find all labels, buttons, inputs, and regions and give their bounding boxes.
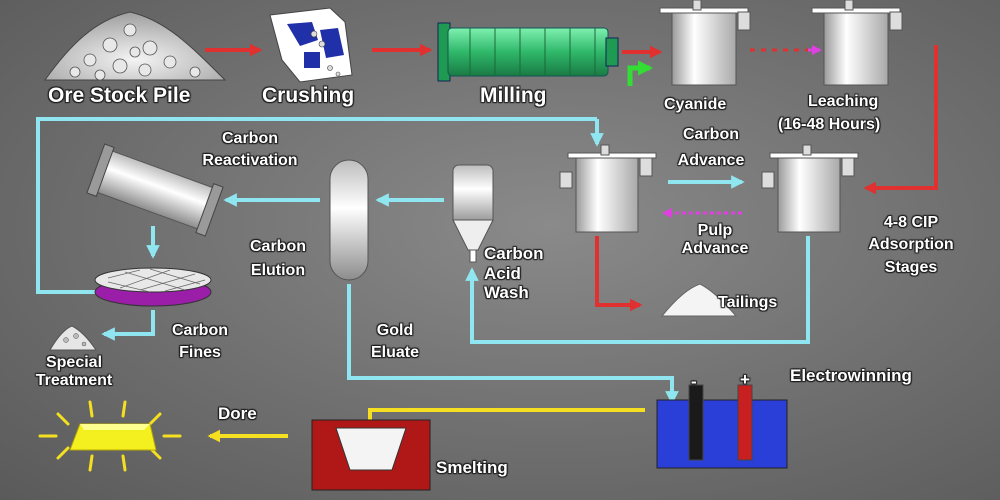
label-carbon-elution: Carbon Elution bbox=[236, 238, 320, 281]
label-carbon-acid-wash-line-2: Acid bbox=[484, 263, 521, 283]
label-smelting: Smelting bbox=[436, 458, 508, 477]
ore-stock-pile-icon bbox=[44, 11, 227, 81]
reactivation-kiln-icon bbox=[86, 143, 224, 237]
special-treatment-pile-icon bbox=[49, 325, 97, 351]
label-pulp-advance-line-2: Advance bbox=[681, 240, 749, 258]
arrow-to-tailings bbox=[595, 236, 643, 312]
label-gold-eluate: Gold Eluate bbox=[360, 322, 430, 363]
smelting-furnace-icon bbox=[311, 419, 431, 491]
label-gold-eluate-line-1: Gold bbox=[376, 322, 414, 339]
label-dore: Dore bbox=[218, 404, 257, 423]
carbon-screen-icon bbox=[94, 267, 212, 307]
label-electrowinning: Electrowinning bbox=[790, 366, 912, 385]
line-cip-to-acid-wash bbox=[465, 236, 810, 344]
label-carbon-reactivation-line-2: Reactivation bbox=[202, 152, 298, 170]
label-milling: Milling bbox=[480, 84, 547, 107]
label-cip-stages: 4-8 CIP Adsorption Stages bbox=[858, 214, 964, 277]
cip-tank-2-icon bbox=[761, 144, 859, 233]
label-carbon-fines-line-1: Carbon bbox=[172, 322, 228, 339]
label-tailings: Tailings bbox=[718, 294, 778, 311]
label-pulp-advance-line-1: Pulp bbox=[697, 222, 733, 239]
cyanide-tank-icon bbox=[659, 0, 751, 86]
label-carbon-acid-wash-line-1: Carbon bbox=[484, 244, 544, 263]
label-carbon-reactivation: Carbon Reactivation bbox=[180, 130, 320, 171]
crusher-icon bbox=[269, 7, 353, 83]
arrow-leaching-to-cip bbox=[863, 45, 938, 195]
label-ore-stock-pile: Ore Stock Pile bbox=[48, 84, 191, 107]
label-electrode-plus: + bbox=[740, 370, 750, 389]
elution-column-icon bbox=[329, 159, 369, 281]
label-leaching: Leaching bbox=[808, 93, 879, 110]
label-carbon-fines-line-2: Fines bbox=[179, 344, 221, 362]
label-special-treatment: Special Treatment bbox=[24, 354, 124, 391]
dore-bar-icon bbox=[38, 400, 182, 472]
arrow-screen-to-fines bbox=[101, 310, 155, 341]
label-gold-eluate-line-2: Eluate bbox=[370, 344, 419, 362]
label-carbon-advance-line-2: Advance bbox=[677, 152, 745, 170]
label-crushing: Crushing bbox=[262, 84, 355, 107]
label-special-treatment-line-2: Treatment bbox=[35, 372, 113, 390]
label-carbon-elution-line-1: Carbon bbox=[250, 238, 306, 255]
label-special-treatment-line-1: Special bbox=[45, 354, 103, 371]
arrow-green-cyanide-feed bbox=[627, 60, 653, 86]
label-electrode-minus: - bbox=[691, 372, 697, 391]
label-pulp-advance: Pulp Advance bbox=[672, 222, 758, 259]
label-carbon-fines: Carbon Fines bbox=[160, 322, 240, 363]
label-carbon-acid-wash-line-3: Wash bbox=[484, 283, 529, 303]
label-carbon-reactivation-line-1: Carbon bbox=[222, 130, 278, 147]
label-carbon-elution-line-2: Elution bbox=[250, 262, 306, 280]
tailings-pile-icon bbox=[660, 283, 738, 317]
ball-mill-icon bbox=[437, 22, 619, 82]
label-carbon-acid-wash: Carbon Acid Wash bbox=[484, 244, 544, 303]
label-cip-stages-line-3: Stages bbox=[884, 258, 938, 276]
acid-wash-column-icon bbox=[452, 164, 494, 263]
cip-tank-1-icon bbox=[559, 144, 657, 233]
label-carbon-advance: Carbon Advance bbox=[670, 126, 752, 171]
line-gold-eluate bbox=[347, 284, 679, 405]
label-carbon-advance-line-1: Carbon bbox=[683, 126, 739, 143]
leaching-tank-icon bbox=[811, 0, 903, 86]
label-cyanide: Cyanide bbox=[664, 96, 727, 113]
label-leaching-time: (16-48 Hours) bbox=[778, 116, 881, 133]
line-carbon-return-loop bbox=[36, 117, 597, 294]
label-cip-stages-line-2: Adsorption bbox=[868, 236, 954, 254]
electrowinning-cell-icon bbox=[656, 384, 788, 469]
label-cip-stages-line-1: 4-8 CIP bbox=[883, 214, 939, 231]
